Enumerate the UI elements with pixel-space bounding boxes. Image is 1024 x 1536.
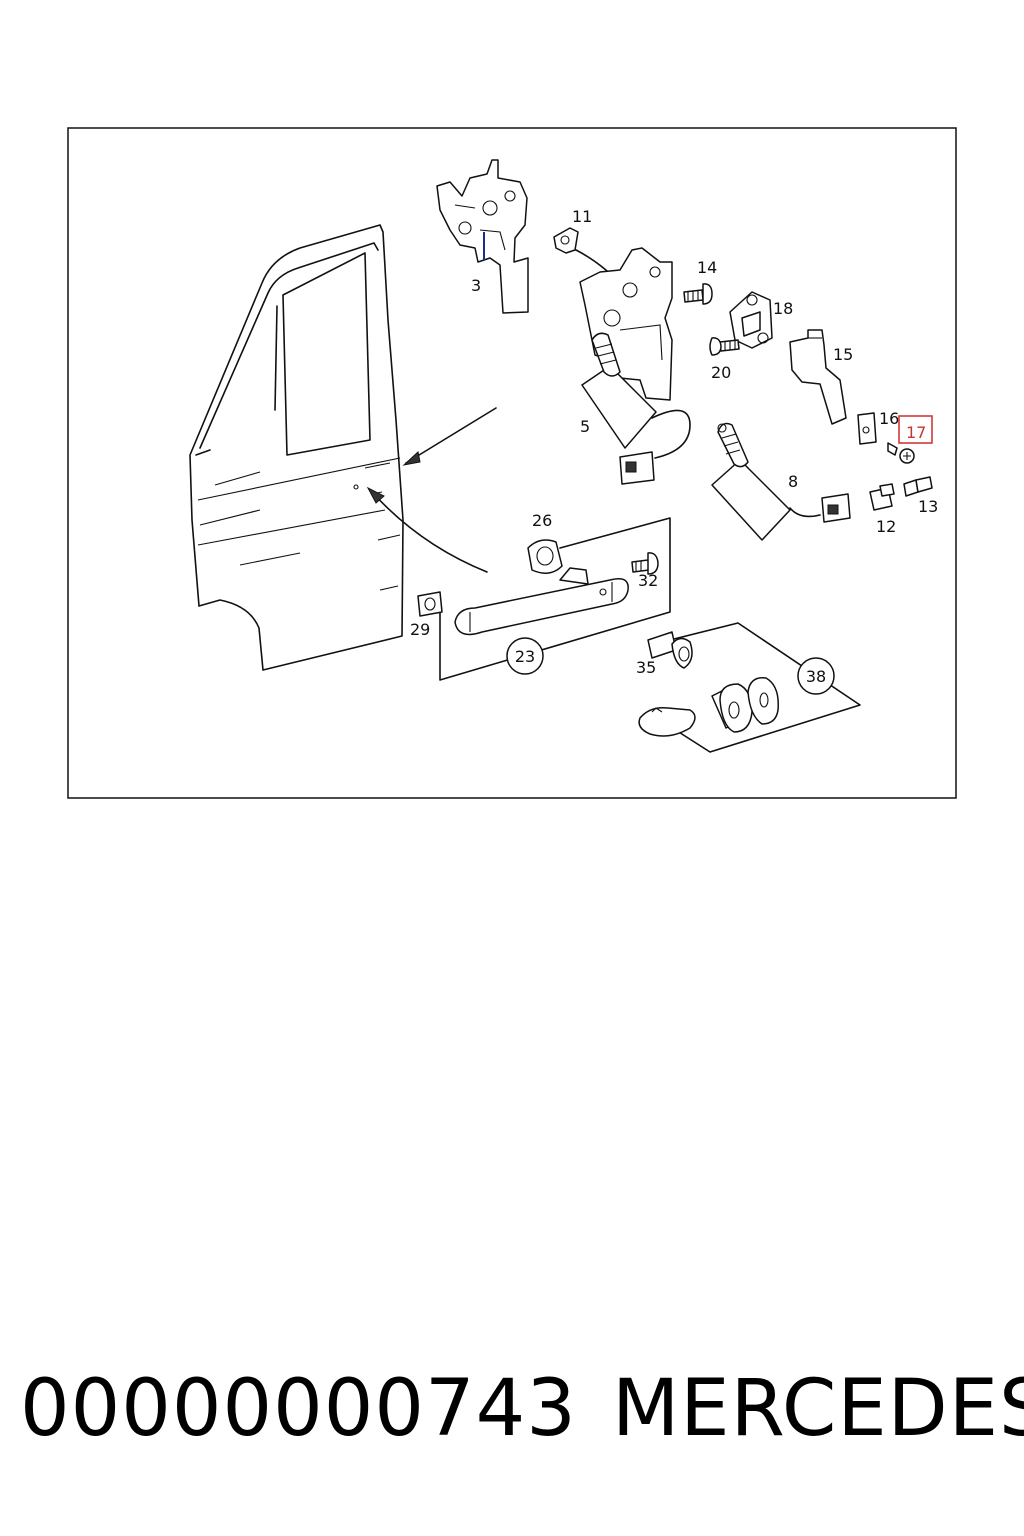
part-number: 00000000743 — [20, 1364, 577, 1454]
part-11-clip — [553, 227, 579, 254]
part-5-lock-actuator — [579, 247, 691, 485]
label-18: 18 — [773, 299, 793, 318]
part-17-screw — [887, 442, 915, 464]
part-14-bolt — [683, 283, 713, 305]
label-20: 20 — [711, 363, 731, 382]
label-11: 11 — [572, 207, 592, 226]
label-17: 17 — [906, 423, 926, 442]
part-3-lock — [436, 159, 529, 314]
label-12: 12 — [876, 517, 896, 536]
door-panel — [189, 224, 404, 671]
label-8: 8 — [788, 472, 798, 491]
diagram-frame — [67, 127, 957, 799]
part-23-handle-group — [439, 517, 671, 681]
part-29-gasket — [417, 591, 443, 617]
part-12-connector — [869, 483, 895, 511]
label-14: 14 — [697, 258, 717, 277]
label-16: 16 — [879, 409, 899, 428]
circle-23 — [506, 637, 544, 675]
label-13: 13 — [918, 497, 938, 516]
label-23: 23 — [515, 647, 535, 666]
label-35: 35 — [636, 658, 656, 677]
part-15-cover — [789, 329, 847, 425]
part-13-connector — [903, 476, 933, 497]
part-38-cylinder-group — [638, 622, 861, 753]
part-16-plate — [857, 412, 877, 445]
part-20-screw — [709, 337, 740, 356]
label-3: 3 — [471, 276, 481, 295]
highlight-box-17 — [898, 415, 933, 444]
brand-name: MERCEDES — [612, 1364, 1024, 1454]
label-38: 38 — [806, 667, 826, 686]
part-32-screw — [631, 552, 659, 575]
circle-38 — [797, 657, 835, 695]
label-15: 15 — [833, 345, 853, 364]
label-5: 5 — [580, 417, 590, 436]
part-18-striker — [729, 291, 773, 349]
part-8-actuator — [711, 422, 851, 541]
label-32: 32 — [638, 571, 658, 590]
label-29: 29 — [410, 620, 430, 639]
label-26: 26 — [532, 511, 552, 530]
